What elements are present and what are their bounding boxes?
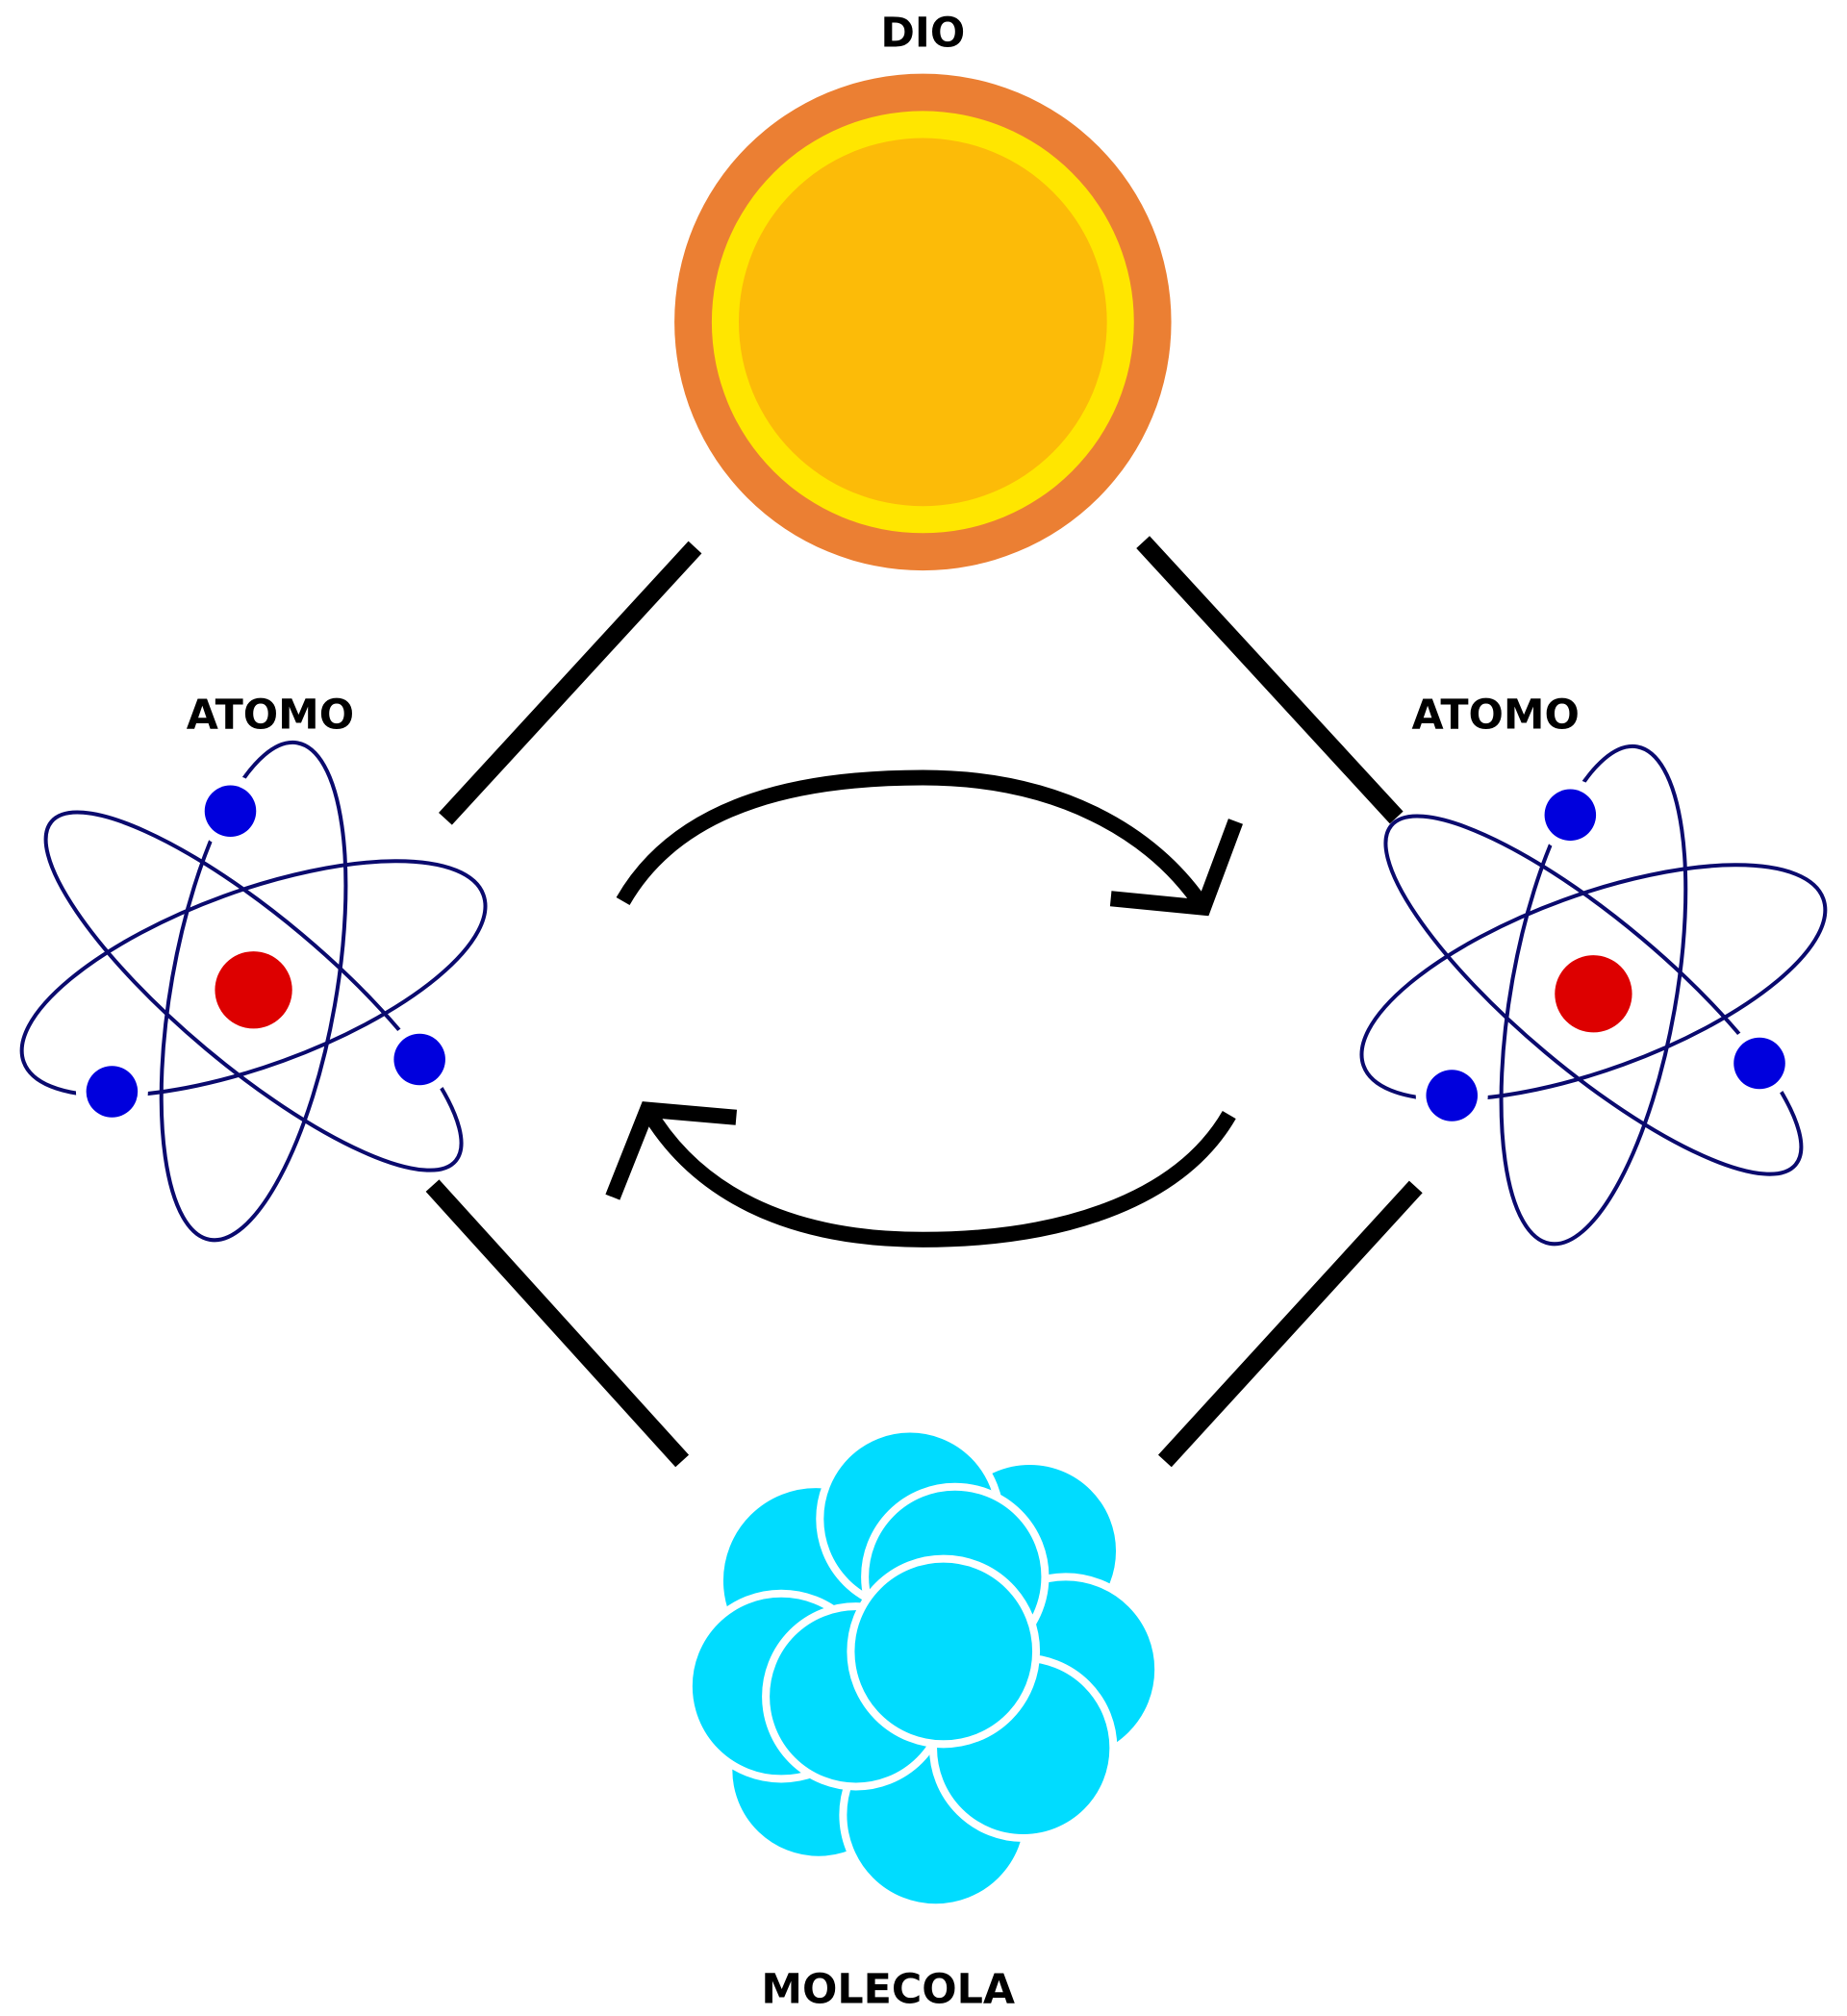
orbit — [43, 810, 464, 1172]
electron — [393, 1033, 445, 1086]
cycle-arrows-icon — [605, 769, 1243, 1247]
electron — [86, 1066, 139, 1118]
orbit — [1499, 743, 1688, 1247]
electron — [1426, 1070, 1478, 1121]
connector-dio-right — [1136, 536, 1404, 824]
nucleus — [1555, 955, 1632, 1033]
molecule-sphere — [847, 1554, 1041, 1749]
electron — [1733, 1037, 1785, 1090]
label-dio: DIO — [880, 10, 965, 58]
orbit — [1383, 814, 1804, 1176]
connector-right-molecola — [1157, 1180, 1423, 1468]
electron — [1544, 789, 1597, 842]
orbit — [19, 859, 488, 1098]
molecule-icon — [684, 1424, 1163, 1912]
label-atomo-right: ATOMO — [1412, 692, 1580, 740]
label-molecola: MOLECOLA — [761, 1965, 1015, 2013]
label-atomo-left: ATOMO — [187, 692, 354, 740]
sun-icon — [674, 73, 1172, 571]
arrow-top-arc — [616, 769, 1210, 913]
atom-icon-right — [1359, 743, 1828, 1247]
arrow-bottom-arc — [641, 1105, 1236, 1247]
electron — [204, 785, 257, 838]
orbit — [1359, 863, 1828, 1102]
nucleus — [215, 951, 292, 1029]
sun-core — [739, 138, 1107, 507]
connectors — [425, 536, 1423, 1468]
connector-left-molecola — [425, 1179, 690, 1468]
arrow-top-head — [1109, 819, 1243, 917]
orbit — [159, 740, 348, 1243]
connector-dio-left — [439, 541, 702, 825]
arrow-bottom-head — [605, 1101, 738, 1200]
atom-icon-left — [19, 740, 488, 1243]
